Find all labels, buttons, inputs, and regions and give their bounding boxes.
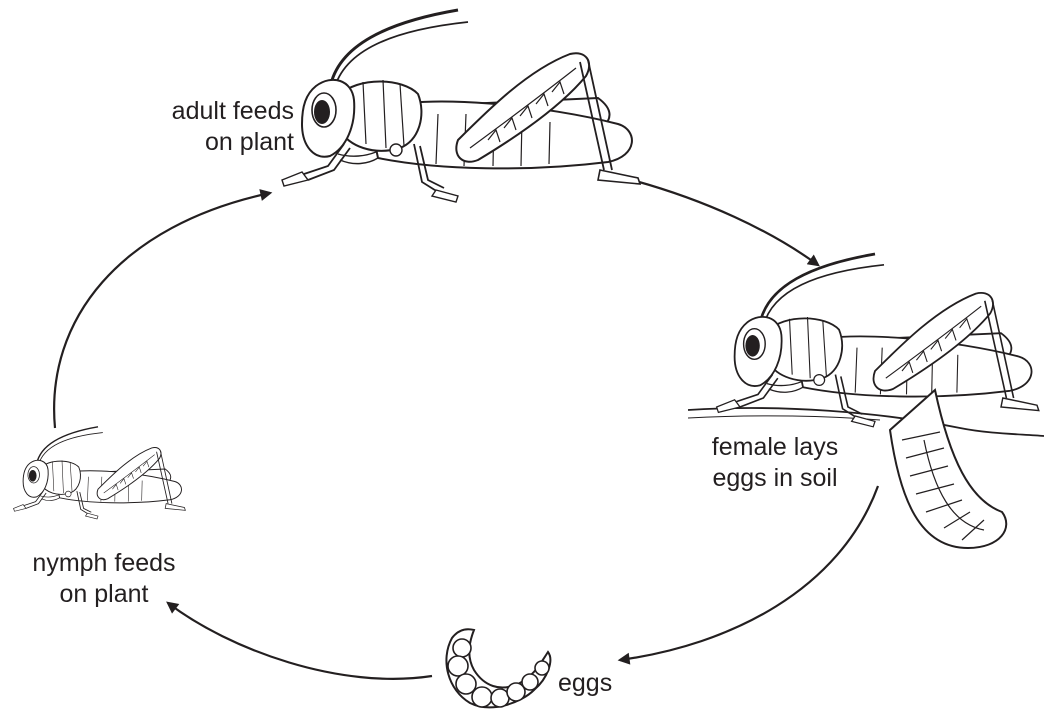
label-eggs: eggs <box>558 668 648 699</box>
adult-grasshopper-icon <box>282 10 640 202</box>
egg-pod-icon <box>446 629 550 707</box>
label-adult-line2: on plant <box>118 127 294 158</box>
label-nymph-feeds: nymph feeds on plant <box>14 548 194 610</box>
nymph-grasshopper-icon <box>14 427 186 519</box>
egg-laying-female-grasshopper-icon <box>688 254 1044 548</box>
arrow-female-to-eggs <box>620 486 878 660</box>
label-adult-line1: adult feeds <box>118 96 294 127</box>
arrow-eggs-to-nymph <box>168 603 432 679</box>
label-eggs-line1: eggs <box>558 668 648 699</box>
label-nymph-line1: nymph feeds <box>14 548 194 579</box>
label-female-lays: female lays eggs in soil <box>690 432 860 494</box>
arrow-nymph-to-adult <box>54 193 270 428</box>
label-female-line1: female lays <box>690 432 860 463</box>
arrow-adult-to-female <box>632 180 818 265</box>
label-adult-feeds: adult feeds on plant <box>118 96 294 158</box>
label-female-line2: eggs in soil <box>690 463 860 494</box>
label-nymph-line2: on plant <box>14 579 194 610</box>
